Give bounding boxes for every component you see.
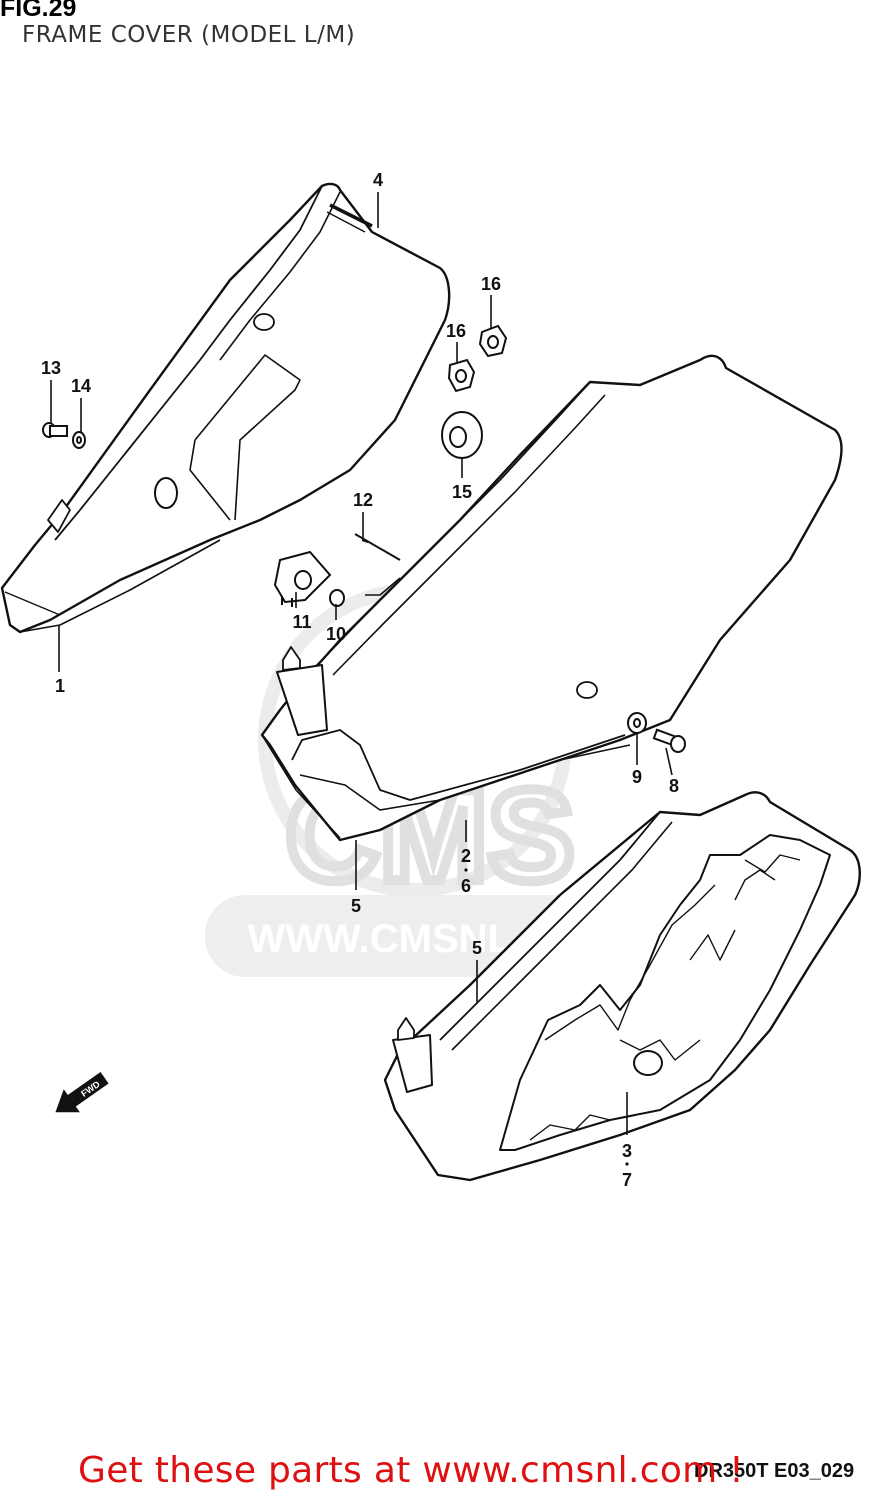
frame-cover-left [0,182,451,634]
hardware-bolt-8 [652,728,686,753]
hardware-nut-16a [447,358,476,393]
callout-leader-lines [50,192,673,1135]
callout-numbers: 4 1 13 14 16 16 15 12 11 10 9 8 2 6 5 5 … [41,170,679,1190]
callout-10: 10 [326,624,346,644]
promo-link-text[interactable]: Get these parts at www.cmsnl.com ! [78,1450,744,1491]
figure-subtitle: FRAME COVER (MODEL L/M) [22,22,356,48]
figure-number: FIG.29 [0,0,77,22]
callout-5-upper: 5 [351,896,361,916]
callout-dots [464,868,629,1166]
callout-3: 3 [622,1141,632,1161]
callout-8: 8 [669,776,679,796]
frame-cover-middle [260,354,843,842]
hardware-bracket-11 [273,550,332,607]
hardware-washer-14 [72,431,86,449]
callout-14: 14 [71,376,91,396]
callout-1: 1 [55,676,65,696]
callout-6: 6 [461,876,471,896]
callout-16-lower: 16 [446,321,466,341]
callout-12: 12 [353,490,373,510]
callout-15: 15 [452,482,472,502]
callout-13: 13 [41,358,61,378]
hardware-washer-10 [329,589,345,607]
frame-cover-decal-panel [383,791,861,1182]
callout-2: 2 [461,846,471,866]
hardware-washer-9 [627,712,647,734]
hardware-nut-16b [478,324,508,358]
callout-4: 4 [373,170,383,190]
callout-5-lower: 5 [472,938,482,958]
hardware-clip-12 [354,533,401,561]
callout-16-upper: 16 [481,274,501,294]
hardware-bolt-13 [42,422,68,438]
forward-direction-arrow-icon: FWD [55,1072,109,1113]
callout-11: 11 [292,612,311,632]
callout-9: 9 [632,767,642,787]
callout-7: 7 [622,1170,632,1190]
hardware-grommet-15 [441,411,483,459]
drawing-reference-code: DR350T E03_029 [694,1460,855,1482]
